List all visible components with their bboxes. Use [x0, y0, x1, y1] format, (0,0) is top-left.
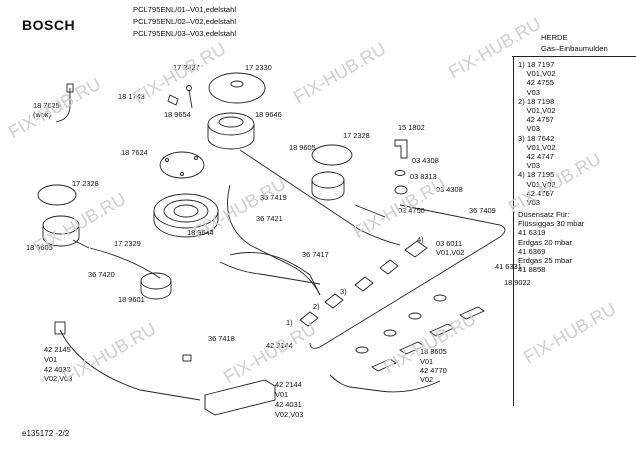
model-line-1: PCL795ENL/01–V01,edelstahl [133, 5, 237, 14]
burner-cap-small-left [37, 184, 77, 206]
brand-logo: BOSCH [22, 17, 76, 33]
part-label: V01,V02 [436, 248, 465, 257]
part-label: 18 9646 [255, 110, 282, 119]
category-line-1: HERDE [541, 33, 568, 42]
part-label: 18 7625 (wok) [33, 101, 60, 119]
nozzle-set-list: Düsensatz Für: Flüssiggas 30 mbar 41 631… [518, 210, 585, 275]
wok-igniter [55, 88, 71, 123]
part-label: 17 2427 [173, 63, 200, 72]
ignition-harness [329, 374, 441, 393]
part-label: 03 4750 [398, 206, 425, 215]
part-label: 18 9605 [289, 143, 316, 152]
part-label: 42 4031 [275, 400, 302, 409]
part-label: 17 2328 [343, 131, 370, 140]
pipe-367419 [239, 149, 401, 246]
category-line-2: Gas–Einbaumulden [541, 44, 608, 53]
part-label: 42 4770 [420, 366, 447, 375]
connector-small [182, 354, 192, 362]
part-label: V01 [44, 355, 58, 364]
part-label: V02 [420, 375, 434, 384]
part-label: 36 7420 [88, 270, 115, 279]
pipe-367417 [229, 252, 321, 296]
burner-code-table: 1) 18 7197 V01,V02 42 4755 V03 2) 18 719… [518, 60, 556, 208]
part-label: 18 9022 [504, 278, 531, 287]
callout-3: 3) [340, 287, 347, 296]
part-label: 36 7418 [208, 334, 235, 343]
part-label: 17 2330 [245, 63, 272, 72]
part-label: 18 7624 [121, 148, 148, 157]
pipe-367420 [89, 247, 161, 279]
part-label: 42 2144 [275, 380, 302, 389]
part-label: 36 7417 [302, 250, 329, 259]
part-label: 18 9654 [164, 110, 191, 119]
part-label: 42 2144 [266, 341, 293, 350]
part-label: 18 1743 [118, 92, 145, 101]
part-label: V02,V03 [44, 374, 73, 383]
burner-cap-large [208, 72, 266, 104]
part-label: 03 4308 [436, 185, 463, 194]
igniter-bracket [167, 94, 179, 106]
burner-body-small-left [42, 215, 80, 235]
burner-cap-small-right [311, 144, 353, 166]
part-label: 03 4308 [412, 156, 439, 165]
part-label: 15 1802 [398, 123, 425, 132]
footer-id: e135172 -2/2 [22, 429, 70, 438]
part-label: 42 2145 [44, 345, 71, 354]
pipe-367409 [309, 204, 506, 349]
burner-body-large [207, 112, 255, 136]
part-label: 18 9605 [26, 243, 53, 252]
part-label: 03 6011 [436, 239, 463, 248]
part-label: V01 [275, 390, 289, 399]
part-label: V01 [420, 357, 434, 366]
cable-422145 [59, 329, 201, 401]
part-label: V02,V03 [275, 410, 304, 419]
part-label: 36 7421 [256, 214, 283, 223]
part-label: 42 4033 [44, 365, 71, 374]
part-label: 36 7419 [260, 193, 287, 202]
divider-vertical [513, 56, 514, 406]
part-label: 18 9601 [118, 295, 145, 304]
elbow-fitting [394, 139, 408, 159]
part-label: 17 2328 [72, 179, 99, 188]
part-label: 17 2329 [114, 239, 141, 248]
plug-connector [54, 321, 66, 335]
part-label: 18 8605 [420, 347, 447, 356]
part-label: 36 7409 [469, 206, 496, 215]
part-label: 18 9644 [187, 228, 214, 237]
knob-bezel-row [355, 294, 485, 372]
part-label: 03 8313 [410, 172, 437, 181]
part-label: 41 6331 [495, 262, 522, 271]
burner-body-small-right [311, 171, 345, 189]
pipe-367418 [219, 261, 321, 285]
callout-2: 2) [313, 302, 320, 311]
callout-1: 1) [286, 318, 293, 327]
plate-ring [159, 151, 205, 179]
model-line-3: PCL795ENL/03–V03,edelstahl [133, 29, 237, 38]
divider-horizontal [512, 56, 636, 57]
gas-valve-row [299, 240, 428, 327]
model-line-2: PCL795ENL/02–V02,edelstahl [133, 17, 237, 26]
callout-4: 4) [417, 235, 424, 244]
ignition-module [204, 379, 276, 416]
